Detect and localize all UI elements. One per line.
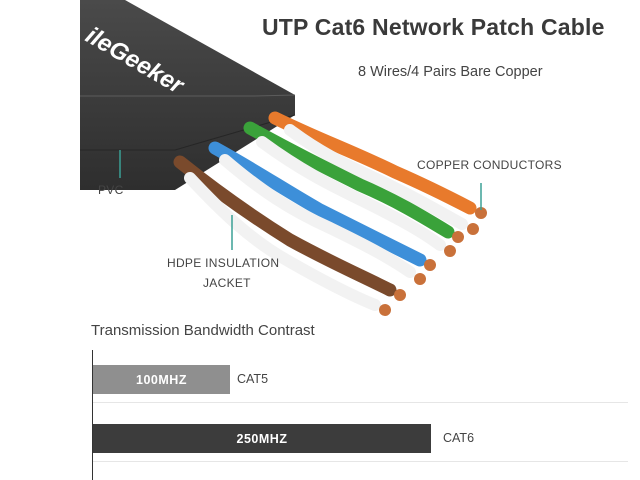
wire-pair-brown [173,155,406,316]
cable-jacket: ileGeeker [80,0,296,190]
pvc-label: PVC [98,183,124,197]
copper-conductors-label: COPPER CONDUCTORS [417,158,562,172]
hdpe-insulation-label: HDPE INSULATION [167,256,280,270]
bar-cat5: 100MHZ [93,365,230,394]
wire-pair-green [243,121,464,257]
copper-tip-icon [414,273,426,285]
cable-illustration: ileGeeker [80,0,487,316]
page-title: UTP Cat6 Network Patch Cable [262,14,605,40]
bar-cat6: 250MHZ [93,424,431,453]
wire-pair-blue [208,141,436,285]
wire-pair-orange [268,111,487,235]
page-subtitle: 8 Wires/4 Pairs Bare Copper [358,64,543,80]
bandwidth-title: Transmission Bandwidth Contrast [91,322,315,339]
copper-tip-icon [475,207,487,219]
category-label-cat6: CAT6 [443,431,475,445]
grid-line [93,402,628,403]
bar-axis [92,350,93,480]
copper-tip-icon [379,304,391,316]
copper-tip-icon [452,231,464,243]
copper-tip-icon [424,259,436,271]
leader-lines [119,150,482,250]
copper-tip-icon [394,289,406,301]
category-label-cat5: CAT5 [237,372,269,386]
copper-tip-icon [444,245,456,257]
jacket-label: JACKET [203,276,251,290]
grid-line [93,461,628,462]
copper-tip-icon [467,223,479,235]
